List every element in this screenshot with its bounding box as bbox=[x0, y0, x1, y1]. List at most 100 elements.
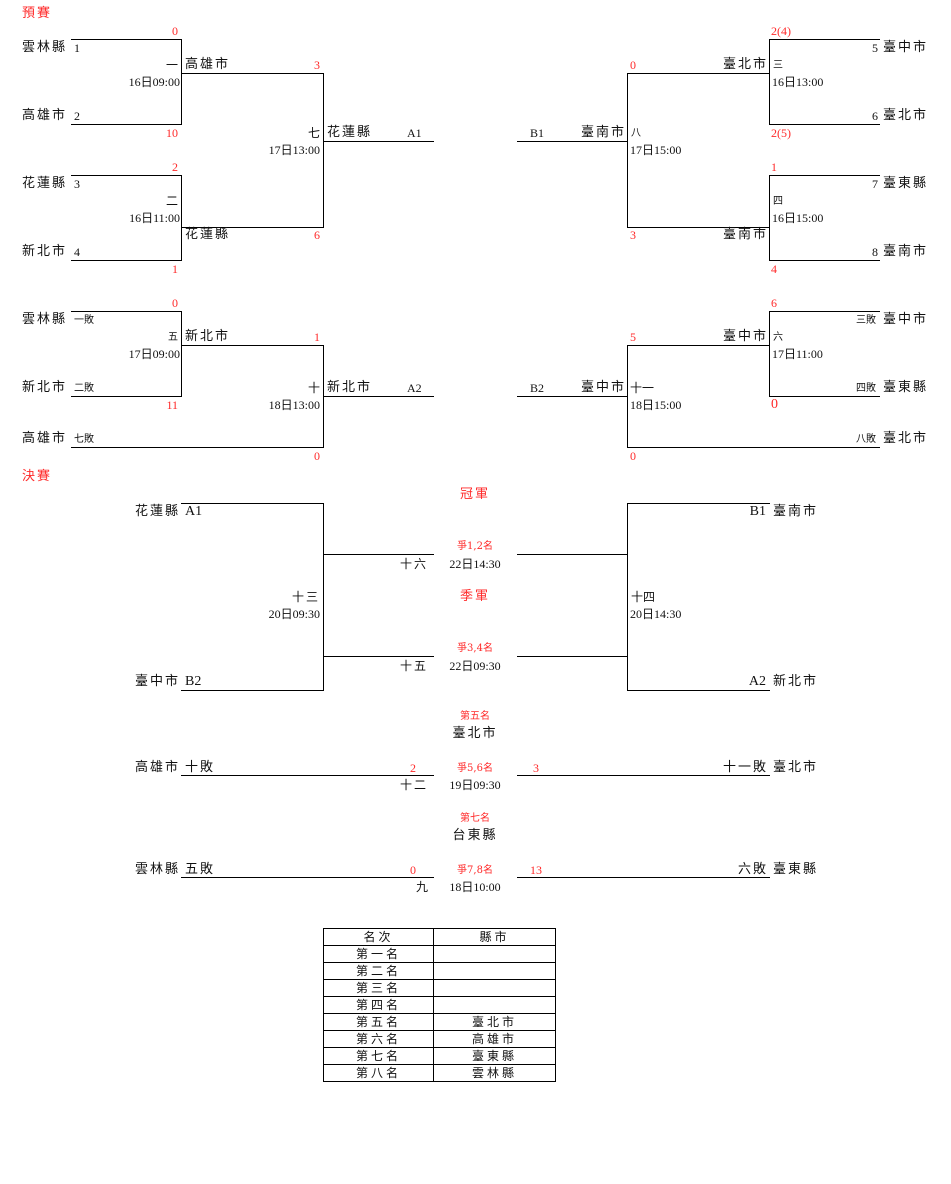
game-number: 十四 bbox=[631, 590, 656, 604]
team-name: 臺南市 bbox=[773, 504, 819, 519]
bracket-line bbox=[71, 311, 182, 312]
bracket-line bbox=[627, 503, 628, 691]
team-name: 臺北市 bbox=[883, 431, 929, 446]
city-cell: 高雄市 bbox=[433, 1030, 556, 1048]
bracket-line bbox=[517, 775, 770, 776]
loser-from: 六敗 bbox=[737, 862, 768, 877]
slot-label: B2 bbox=[530, 381, 545, 395]
bracket-line bbox=[323, 554, 434, 555]
team-name: 雲林縣 bbox=[22, 40, 68, 55]
column-header-rank: 名次 bbox=[323, 928, 434, 946]
game-time: 16日11:00 bbox=[129, 211, 180, 225]
table-row: 第五名臺北市 bbox=[323, 1013, 556, 1031]
table-row: 第二名 bbox=[323, 962, 556, 980]
game-time: 19日09:30 bbox=[449, 778, 501, 792]
placement-winner: 臺北市 bbox=[452, 726, 498, 741]
game-number: 十六 bbox=[399, 557, 428, 571]
bracket-line bbox=[323, 73, 324, 228]
game-time: 17日15:00 bbox=[630, 143, 682, 157]
bracket-line bbox=[769, 124, 880, 125]
score: 10 bbox=[166, 126, 178, 140]
game-number: 六 bbox=[773, 332, 783, 343]
team-name: 臺東縣 bbox=[883, 380, 929, 395]
score: 2(4) bbox=[771, 24, 791, 38]
score: 0 bbox=[314, 449, 320, 463]
game-time: 17日13:00 bbox=[268, 143, 320, 157]
score: 6 bbox=[771, 296, 777, 310]
game-number: 九 bbox=[415, 880, 428, 894]
bracket-line bbox=[71, 260, 182, 261]
loser-from: 八敗 bbox=[856, 434, 876, 445]
team-name: 新北市 bbox=[22, 244, 68, 259]
bracket-line bbox=[769, 175, 770, 261]
match-label: 爭1,2名 bbox=[457, 541, 493, 552]
loser-from: 十一敗 bbox=[722, 760, 768, 775]
game-number: 八 bbox=[631, 128, 641, 139]
game-time: 16日13:00 bbox=[772, 75, 824, 89]
score: 1 bbox=[314, 330, 320, 344]
team-name: 高雄市 bbox=[134, 760, 180, 775]
score: 0 bbox=[630, 58, 636, 72]
bracket-line bbox=[181, 175, 182, 261]
score: 5 bbox=[630, 330, 636, 344]
city-cell: 臺北市 bbox=[433, 1013, 556, 1031]
rank-cell: 第七名 bbox=[323, 1047, 434, 1065]
team-name: 臺中市 bbox=[883, 312, 929, 327]
rank-cell: 第四名 bbox=[323, 996, 434, 1014]
team-name: 花蓮縣 bbox=[22, 176, 68, 191]
table-row: 第三名 bbox=[323, 979, 556, 997]
game-number: 三 bbox=[773, 60, 783, 71]
bracket-line bbox=[769, 311, 770, 397]
winner-name: 臺南市 bbox=[580, 125, 626, 140]
score: 0 bbox=[172, 296, 178, 310]
winner-name: 新北市 bbox=[327, 380, 373, 395]
champion-label: 冠軍 bbox=[459, 487, 490, 502]
winner-name: 新北市 bbox=[185, 329, 231, 344]
rank-cell: 第五名 bbox=[323, 1013, 434, 1031]
loser-from: 四敗 bbox=[856, 383, 876, 394]
game-number: 七 bbox=[307, 126, 320, 140]
slot-label: A1 bbox=[185, 504, 203, 519]
score: 3 bbox=[533, 761, 539, 775]
rank-cell: 第二名 bbox=[323, 962, 434, 980]
placement-title: 第五名 bbox=[460, 711, 490, 722]
game-time: 22日09:30 bbox=[449, 659, 501, 673]
game-time: 18日15:00 bbox=[630, 398, 682, 412]
score: 13 bbox=[530, 863, 542, 877]
score: 2 bbox=[172, 160, 178, 174]
team-name: 雲林縣 bbox=[134, 862, 180, 877]
score: 0 bbox=[630, 449, 636, 463]
bracket-line bbox=[181, 227, 324, 228]
bracket-line bbox=[181, 877, 434, 878]
team-name: 新北市 bbox=[22, 380, 68, 395]
loser-from: 三敗 bbox=[856, 315, 876, 326]
table-row: 第七名臺東縣 bbox=[323, 1047, 556, 1065]
loser-from: 七敗 bbox=[74, 434, 94, 445]
bracket-line bbox=[627, 73, 770, 74]
rank-cell: 第三名 bbox=[323, 979, 434, 997]
game-number: 十五 bbox=[399, 659, 428, 673]
bracket-line bbox=[627, 447, 880, 448]
table-row: 第四名 bbox=[323, 996, 556, 1014]
game-number: 十 bbox=[307, 381, 320, 395]
match-label: 爭3,4名 bbox=[457, 643, 493, 654]
seed-number: 3 bbox=[74, 177, 80, 191]
loser-from: 五敗 bbox=[185, 862, 216, 877]
loser-from: 十敗 bbox=[185, 760, 216, 775]
score: 6 bbox=[314, 228, 320, 242]
score: 4 bbox=[771, 262, 777, 276]
bracket-line bbox=[769, 175, 880, 176]
winner-name: 花蓮縣 bbox=[185, 227, 231, 242]
team-name: 臺中市 bbox=[134, 674, 180, 689]
team-name: 雲林縣 bbox=[22, 312, 68, 327]
seed-number: 4 bbox=[74, 245, 80, 259]
bracket-line bbox=[769, 39, 880, 40]
city-cell: 雲林縣 bbox=[433, 1064, 556, 1082]
rank-cell: 第八名 bbox=[323, 1064, 434, 1082]
slot-label: A2 bbox=[748, 674, 766, 689]
team-name: 花蓮縣 bbox=[134, 504, 180, 519]
team-name: 高雄市 bbox=[22, 431, 68, 446]
game-number: 二 bbox=[165, 194, 178, 208]
city-cell: 臺東縣 bbox=[433, 1047, 556, 1065]
slot-label: B1 bbox=[749, 504, 766, 519]
